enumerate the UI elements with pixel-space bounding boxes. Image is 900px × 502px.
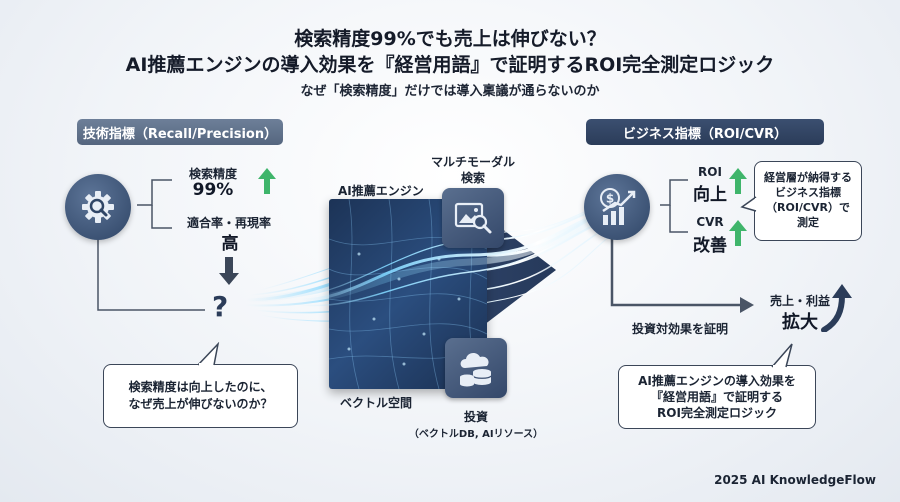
bubble-tail-bottom xyxy=(771,343,793,368)
bubble-tail-left xyxy=(197,342,220,366)
cvr-arrow-up-icon xyxy=(729,220,747,250)
invest-proof-label: 投資対効果を証明 xyxy=(631,322,728,336)
cloud-database-icon xyxy=(445,338,507,398)
svg-text:$: $ xyxy=(606,192,614,206)
arrowhead-sales xyxy=(740,297,754,313)
connector-roi xyxy=(660,179,688,206)
precision-value: 99% xyxy=(192,180,234,200)
bottom-conclusion-bubble: AI推薦エンジンの導入効果を 『経営用語』で証明する ROI完全測定ロジック xyxy=(618,365,816,429)
sales-label: 売上・利益 xyxy=(769,294,830,308)
engine-label: AI推薦エンジン xyxy=(338,184,424,198)
arrow-down-icon xyxy=(219,257,239,289)
vector-space-label: ベクトル空間 xyxy=(340,396,413,410)
left-question-bubble: 検索精度は向上したのに、 なぜ売上が伸びないのか？ xyxy=(103,364,298,428)
cvr-label: CVR xyxy=(696,215,724,229)
invest-label: 投資 xyxy=(463,410,488,424)
roi-arrow-up-icon xyxy=(729,168,747,198)
sales-value: 拡大 xyxy=(782,312,818,333)
business-metrics-pill: ビジネス指標（ROI/CVR） xyxy=(586,119,824,145)
cvr-value: 改善 xyxy=(693,236,727,256)
dollar-growth-icon: $ xyxy=(584,174,650,240)
precision-label: 検索精度 xyxy=(188,167,237,181)
recall-label: 適合率・再現率 xyxy=(186,216,271,230)
gear-search-icon xyxy=(65,174,131,240)
page-title-line1: 検索精度99%でも売上は伸びない？ xyxy=(294,28,606,50)
connector-recall xyxy=(151,205,172,229)
connector-precision xyxy=(137,179,172,206)
arrow-up-icon xyxy=(258,168,276,198)
right-business-bubble: 経営層が納得する ビジネス指標 （ROI/CVR）で 測定 xyxy=(754,161,862,241)
curved-arrow-up-icon xyxy=(818,282,858,336)
recall-value: 高 xyxy=(221,234,239,254)
connector-question xyxy=(97,238,205,311)
roi-value: 向上 xyxy=(693,185,727,205)
page-subtitle: なぜ「検索精度」だけでは導入稟議が通らないのか xyxy=(300,84,600,99)
bubble-tail-right xyxy=(740,196,758,212)
image-search-icon xyxy=(442,188,504,248)
multimodal-label: マルチモーダル 検索 xyxy=(430,155,515,185)
page-title-line2: AI推薦エンジンの導入効果を『経営用語』で証明するROI完全測定ロジック xyxy=(125,54,775,76)
question-mark: ? xyxy=(212,290,229,323)
connector-cvr xyxy=(669,205,688,233)
footer-credit: 2025 AI KnowledgeFlow xyxy=(714,473,876,487)
invest-sub-label: （ベクトルDB, AIリソース） xyxy=(408,429,544,440)
roi-label: ROI xyxy=(698,165,722,179)
technical-metrics-pill: 技術指標（Recall/Precision） xyxy=(77,119,283,145)
